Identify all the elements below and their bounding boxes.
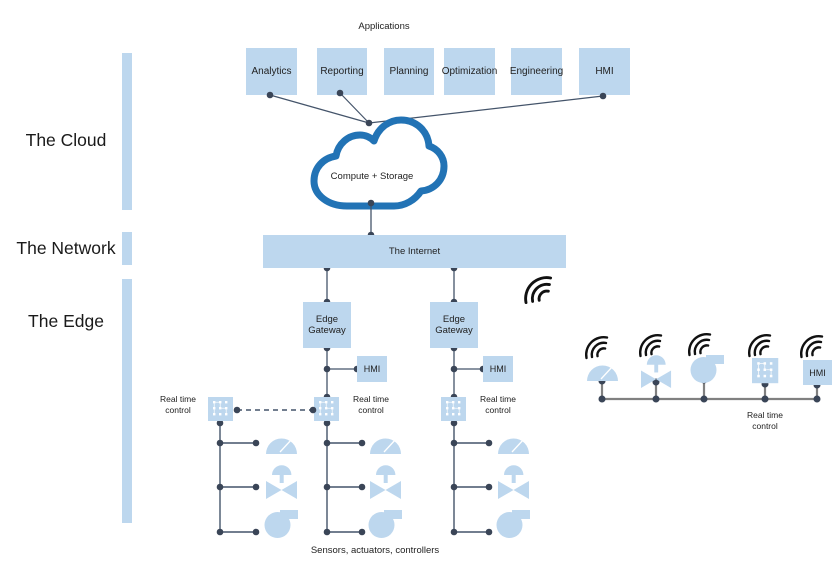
- rtc-label-gateway1: Real time control: [353, 394, 389, 415]
- internet-bar: The Internet: [263, 235, 566, 268]
- realtime-controller-chip-icon: [751, 357, 779, 384]
- gauge-sensor-icon: [369, 437, 402, 455]
- wireless-signal-icon: [584, 335, 609, 360]
- app-box-hmi: HMI: [579, 48, 630, 95]
- edge-gateway-box-2: Edge Gateway: [430, 302, 478, 348]
- gauge-sensor-icon: [586, 364, 619, 382]
- realtime-controller-chip-icon: [313, 396, 340, 422]
- wireless-signal-icon: [747, 333, 772, 358]
- edge-gateway-box-1: Edge Gateway: [303, 302, 351, 348]
- cloud-icon: [310, 116, 448, 210]
- gauge-sensor-icon: [497, 437, 530, 455]
- realtime-controller-chip-icon: [207, 396, 234, 422]
- gateway1-column: [313, 344, 402, 538]
- hmi-box-gateway2: HMI: [483, 356, 513, 382]
- wireless-signal-icon: [638, 333, 663, 358]
- wireless-signal-icon: [524, 276, 553, 305]
- network-section-bar: [122, 232, 132, 265]
- app-connectors: [269, 92, 604, 124]
- blower-fan-icon: [368, 510, 402, 538]
- app-box-planning: Planning: [384, 48, 434, 95]
- app-box-analytics: Analytics: [246, 48, 297, 95]
- valve-actuator-icon: [370, 465, 401, 499]
- section-label-cloud: The Cloud: [25, 130, 107, 150]
- valve-actuator-icon: [498, 465, 529, 499]
- app-box-optimization: Optimization: [442, 48, 497, 95]
- footer-caption: Sensors, actuators, controllers: [310, 545, 440, 556]
- app-box-engineering: Engineering: [510, 48, 563, 95]
- hmi-box-gateway1: HMI: [357, 356, 387, 382]
- gateway2-column: [440, 344, 530, 538]
- gateway-connectors: [323, 264, 458, 306]
- rtc-label-gateway2: Real time control: [480, 394, 516, 415]
- blower-fan-icon: [264, 510, 298, 538]
- rtc-label-standalone: Real time control: [160, 394, 196, 415]
- standalone-rtc-column: [207, 396, 317, 538]
- hmi-box-wireless: HMI: [803, 360, 832, 385]
- wireless-signal-icon: [799, 334, 824, 359]
- cloud-label: Compute + Storage: [330, 171, 414, 182]
- applications-caption: Applications: [358, 21, 410, 32]
- wireless-device-bus: [584, 332, 824, 403]
- app-box-reporting: Reporting: [317, 48, 367, 95]
- realtime-controller-chip-icon: [440, 396, 467, 422]
- section-label-network: The Network: [16, 238, 116, 258]
- cloud-section-bar: [122, 53, 132, 210]
- edge-section-bar: [122, 279, 132, 523]
- section-label-edge: The Edge: [28, 311, 104, 331]
- gauge-sensor-icon: [265, 437, 298, 455]
- blower-fan-icon: [496, 510, 530, 538]
- rtc-label-wireless: Real time control: [747, 410, 783, 431]
- app-connector-dots: [266, 89, 607, 127]
- wireless-signal-icon: [687, 332, 712, 357]
- valve-actuator-icon: [266, 465, 297, 499]
- blower-fan-icon: [690, 355, 724, 383]
